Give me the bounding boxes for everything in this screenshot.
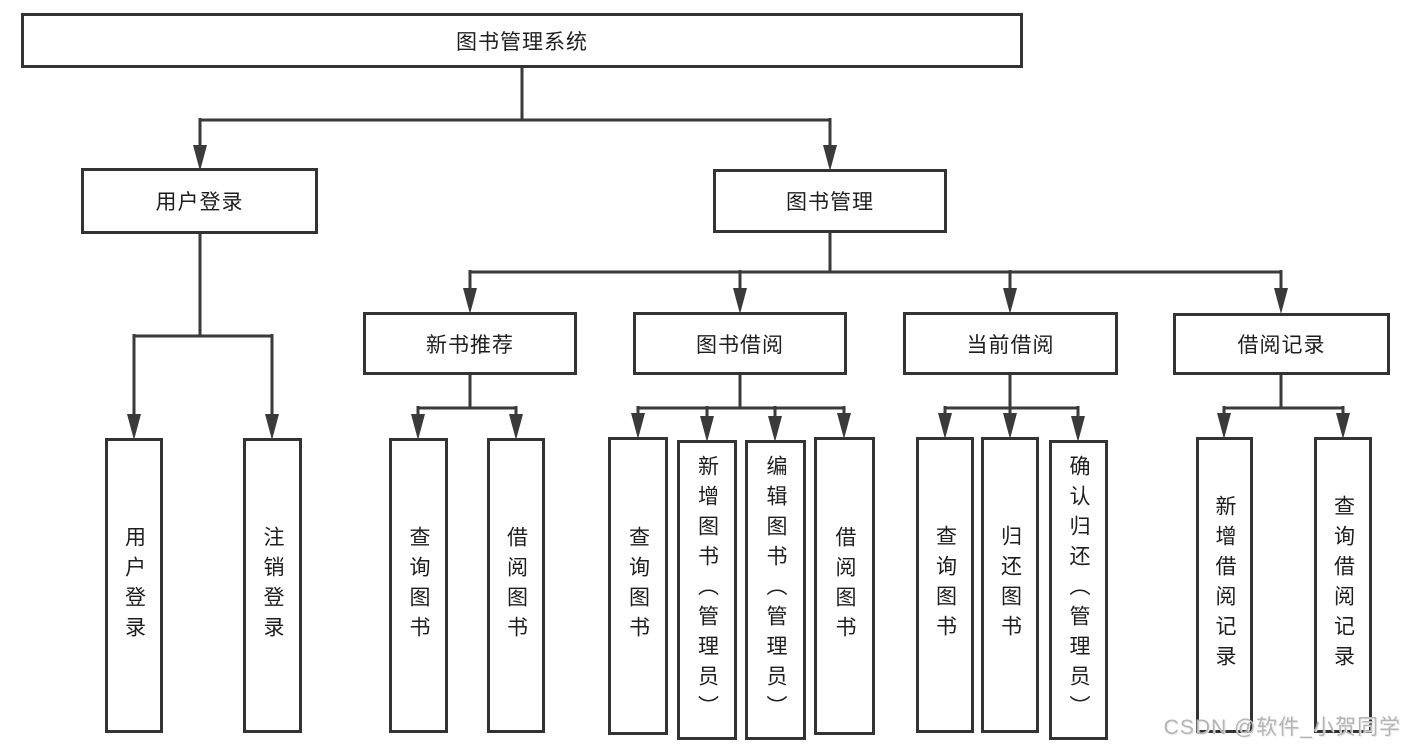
node-logout-label: 注销登录 bbox=[261, 525, 284, 646]
node-cb-query-books-label: 查询图书 bbox=[933, 525, 957, 645]
node-cb-confirm-return-admin: 确认归还（管理员） bbox=[1049, 440, 1108, 740]
node-bb-add-books-admin-label: 新增图书（管理员） bbox=[695, 455, 719, 725]
node-root: 图书管理系统 bbox=[21, 13, 1023, 68]
node-borrowing-records-label: 借阅记录 bbox=[1237, 334, 1326, 357]
node-nbr-borrow-books: 借阅图书 bbox=[487, 438, 545, 733]
csdn-watermark: CSDN @软件_小贺同学 bbox=[1163, 716, 1401, 739]
node-bb-borrow-books: 借阅图书 bbox=[814, 437, 875, 735]
node-br-query-record: 查询借阅记录 bbox=[1314, 437, 1372, 733]
node-bb-query-books: 查询图书 bbox=[608, 437, 668, 735]
node-br-add-record: 新增借阅记录 bbox=[1196, 437, 1253, 733]
node-book-management: 图书管理 bbox=[713, 169, 947, 233]
node-borrowing-records: 借阅记录 bbox=[1173, 313, 1390, 375]
node-user-login: 用户登录 bbox=[105, 438, 163, 733]
node-user-login-branch-label: 用户登录 bbox=[155, 191, 244, 214]
node-book-management-label: 图书管理 bbox=[786, 191, 874, 214]
node-bb-query-books-label: 查询图书 bbox=[626, 526, 650, 646]
node-bb-add-books-admin: 新增图书（管理员） bbox=[677, 440, 737, 740]
node-br-add-record-label: 新增借阅记录 bbox=[1213, 495, 1236, 675]
node-nbr-query-books-label: 查询图书 bbox=[407, 525, 430, 646]
node-cb-return-books-label: 归还图书 bbox=[998, 525, 1022, 645]
node-current-borrowing-label: 当前借阅 bbox=[966, 333, 1055, 357]
node-bb-edit-books-admin: 编辑图书（管理员） bbox=[745, 440, 806, 740]
node-book-borrowing: 图书借阅 bbox=[633, 312, 847, 375]
node-user-login-branch: 用户登录 bbox=[81, 168, 318, 234]
node-nbr-query-books: 查询图书 bbox=[389, 438, 448, 733]
node-logout: 注销登录 bbox=[243, 438, 302, 733]
node-current-borrowing: 当前借阅 bbox=[903, 312, 1118, 375]
node-book-borrowing-label: 图书借阅 bbox=[696, 333, 784, 357]
node-user-login-label: 用户登录 bbox=[122, 525, 146, 646]
node-nbr-borrow-books-label: 借阅图书 bbox=[504, 525, 528, 646]
node-cb-return-books: 归还图书 bbox=[981, 437, 1039, 733]
node-bb-edit-books-admin-label: 编辑图书（管理员） bbox=[764, 455, 787, 725]
node-br-query-record-label: 查询借阅记录 bbox=[1331, 495, 1355, 675]
node-root-label: 图书管理系统 bbox=[456, 30, 588, 54]
node-new-book-recommend-label: 新书推荐 bbox=[426, 333, 514, 357]
node-cb-query-books: 查询图书 bbox=[916, 437, 974, 733]
node-bb-borrow-books-label: 借阅图书 bbox=[833, 526, 856, 646]
arrowheads bbox=[127, 145, 1350, 442]
node-cb-confirm-return-admin-label: 确认归还（管理员） bbox=[1067, 455, 1090, 725]
node-new-book-recommend: 新书推荐 bbox=[363, 312, 577, 375]
